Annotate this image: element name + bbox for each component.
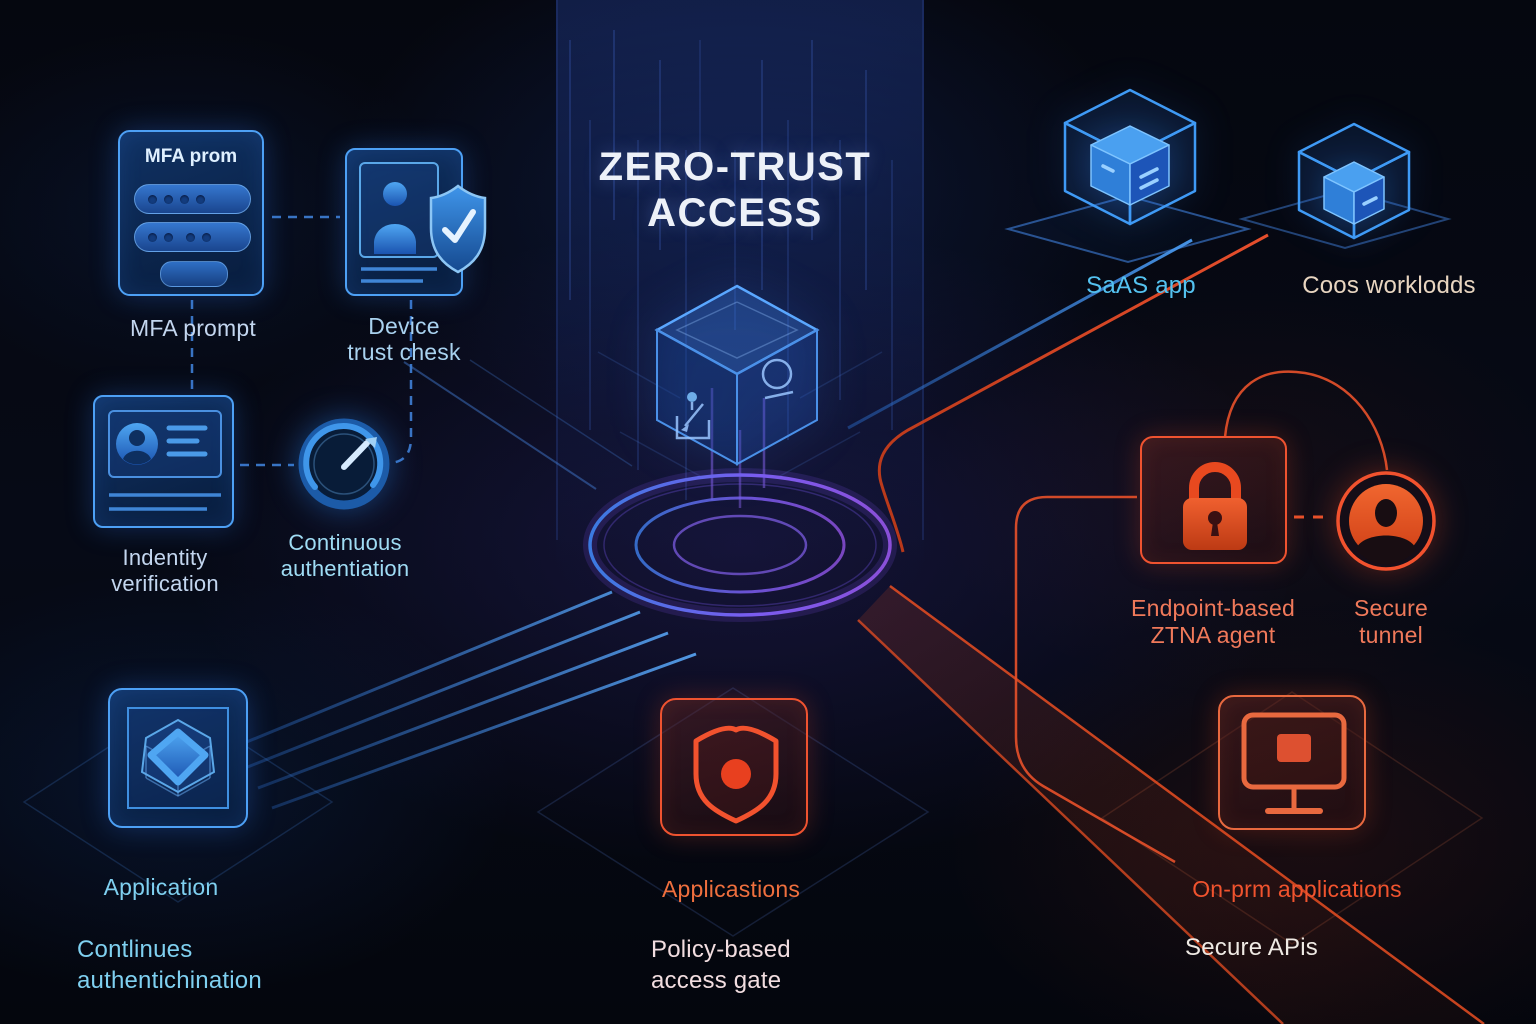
core-cube-icon (645, 278, 830, 473)
lock-icon (1183, 462, 1247, 550)
continuous-auth-label: Continuous authentiation (280, 530, 410, 581)
gauge-icon (295, 415, 393, 513)
ztna-lock-icon (1140, 436, 1287, 564)
code-dot (164, 232, 173, 242)
application-cube-icon (108, 688, 248, 828)
code-dots-row (134, 222, 251, 252)
identity-card-icon (93, 395, 234, 528)
policy-gate-sub-label: Policy-based access gate (651, 936, 791, 994)
onprem-label: On-prm applications (1192, 876, 1402, 902)
beam-to-application (231, 590, 697, 810)
code-dot (186, 232, 195, 242)
code-dot (202, 232, 211, 242)
title-line1: ZERO-TRUST (598, 145, 872, 189)
mfa-submit-pill (160, 261, 228, 287)
cloud-workloads-label: Coos worklodds (1302, 272, 1476, 299)
mfa-card-title: MFA prom (144, 146, 238, 167)
code-dot (148, 232, 157, 242)
device-trust-label: Device trust chesk (347, 313, 461, 365)
shield-check-icon (429, 184, 487, 274)
policy-gate-label: Applicastions (661, 876, 801, 902)
cloud-workload-cube-icon (1292, 118, 1417, 248)
user-icon (374, 182, 416, 254)
onprem-monitor-icon (1218, 695, 1366, 830)
mfa-label: MFA prompt (130, 315, 256, 341)
saas-cube-icon (1055, 82, 1205, 237)
code-dot (148, 194, 157, 204)
mfa-prompt-card-icon: MFA prom (118, 130, 264, 296)
code-dot (164, 194, 173, 204)
code-dots-row (134, 184, 251, 214)
code-dot (196, 194, 205, 204)
ztna-agent-label: Endpoint-based ZTNA agent (1131, 595, 1295, 648)
application-sub-label: Contlinues authentichination (77, 936, 262, 994)
secure-tunnel-user-icon (1334, 469, 1438, 573)
application-label: Application (103, 874, 219, 900)
title-line2: ACCESS (647, 191, 823, 235)
page-title: ZERO-TRUST ACCESS (535, 144, 935, 236)
identity-label: Indentity verification (111, 545, 219, 596)
secure-tunnel-label: Secure tunnel (1353, 595, 1429, 648)
onprem-sub-label: Secure APis (1185, 934, 1318, 961)
policy-shield-icon (660, 698, 808, 836)
device-trust-card-icon (345, 148, 487, 296)
saas-label: SaAS app (1086, 272, 1196, 299)
code-dot (180, 194, 189, 204)
